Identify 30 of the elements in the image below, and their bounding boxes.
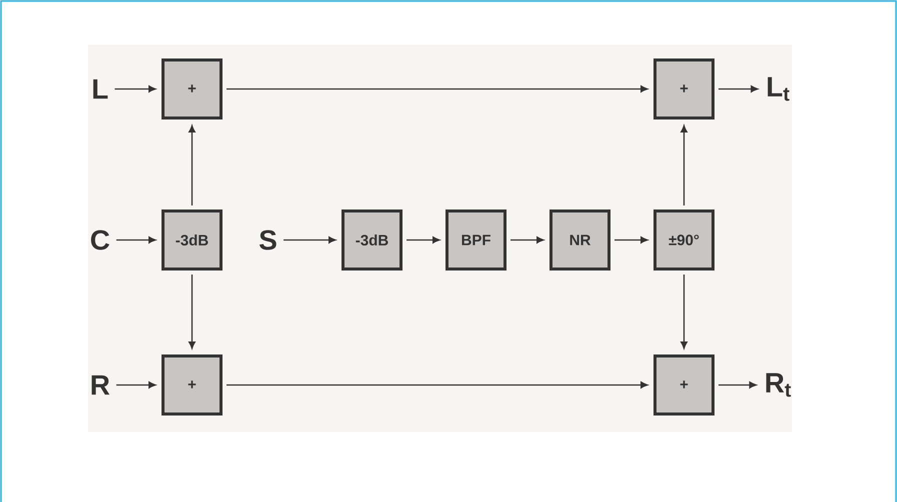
- arrow: [284, 236, 336, 244]
- signal-label: R: [92, 375, 110, 395]
- process-box: +: [654, 354, 714, 416]
- arrow: [116, 382, 156, 388]
- arrow: [188, 274, 196, 349]
- arrow: [226, 86, 648, 92]
- process-box: +: [162, 58, 222, 120]
- process-box: ±90°: [654, 209, 714, 270]
- process-box: BPF: [446, 209, 506, 270]
- signal-label: L: [93, 79, 108, 99]
- arrow: [114, 86, 156, 92]
- arrow: [614, 236, 648, 244]
- arrow: [188, 125, 196, 206]
- process-box: +: [654, 58, 714, 120]
- signal-label: L$_{t}$: [768, 77, 790, 101]
- arrow: [718, 86, 758, 92]
- process-box: -3dB: [162, 209, 222, 270]
- signal-label: C: [91, 230, 110, 250]
- process-box: NR: [550, 209, 610, 270]
- signal-label: R$_{t}$: [766, 373, 791, 397]
- arrow: [406, 236, 440, 244]
- arrow: [116, 236, 156, 244]
- process-box: -3dB: [342, 209, 402, 270]
- arrow: [680, 274, 688, 349]
- arrow: [680, 125, 688, 206]
- arrow: [718, 382, 757, 388]
- signal-label: S: [259, 230, 276, 250]
- process-box: +: [162, 354, 222, 416]
- arrow: [226, 382, 648, 388]
- arrow: [510, 236, 544, 244]
